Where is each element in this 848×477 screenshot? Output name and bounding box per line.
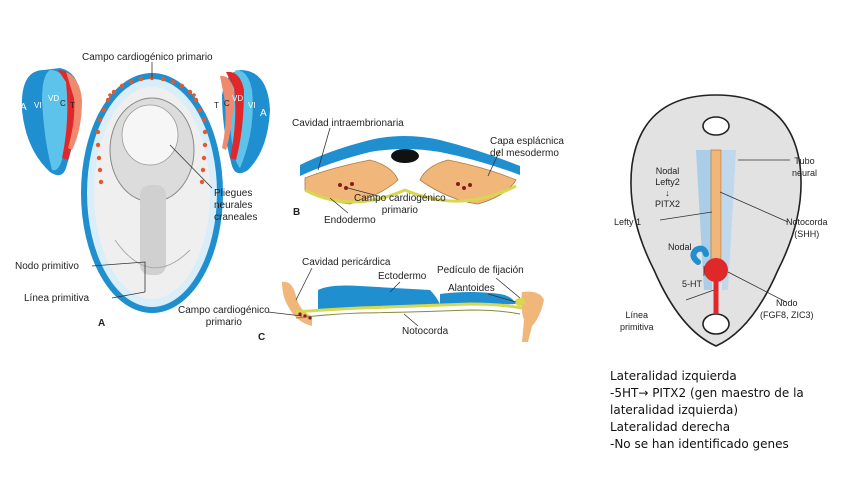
label-notocorda-shh: Notocorda (SHH) — [786, 217, 828, 239]
label-capa-esplacnica: Capa esplácnica del mesodermo — [490, 136, 564, 159]
label-5ht: 5-HT — [682, 279, 702, 289]
heart-right-vd: VD — [232, 94, 244, 103]
heart-right-a: A — [260, 108, 267, 119]
label-lefty1: Lefty 1 — [614, 217, 642, 227]
heart-right-vi: VI — [248, 101, 256, 110]
heart-left-vd: VD — [48, 94, 60, 103]
label-pediculo-fijacion: Pedículo de fijación — [437, 265, 524, 276]
note-line: Lateralidad derecha — [610, 420, 731, 434]
heart-right-t: T — [214, 101, 219, 110]
label-nodo-fgf8: Nodo (FGF8, ZIC3) — [760, 298, 814, 320]
cardiogenic-crescent — [95, 75, 208, 185]
label-campo-cardiogenico-c: Campo cardiogénico primario — [178, 305, 270, 328]
label-campo-cardiogenico-b: Campo cardiogénico primario — [354, 193, 446, 216]
label-linea-primitiva: Línea primitiva — [24, 293, 90, 304]
label-linea-primitiva-right: Línea primitiva — [620, 310, 654, 332]
note-line: -5HT→ PITX2 (gen maestro de la — [610, 386, 804, 400]
label-cavidad-intraembrionaria: Cavidad intraembrionaria — [292, 118, 404, 129]
laterality-notes: Lateralidad izquierda -5HT→ PITX2 (gen m… — [610, 368, 804, 453]
label-nodo-primitivo: Nodo primitivo — [15, 261, 79, 272]
note-line: -No se han identificado genes — [610, 437, 789, 451]
label-ectodermo: Ectodermo — [378, 271, 427, 282]
label-endodermo: Endodermo — [324, 215, 376, 226]
note-line: Lateralidad izquierda — [610, 369, 737, 383]
heart-left-t: T — [70, 101, 75, 110]
heart-right-c: C — [224, 99, 230, 108]
embryo-disc-a — [81, 73, 223, 313]
label-campo-cardiogenico-primario: Campo cardiogénico primario — [82, 52, 213, 63]
laterality-embryo — [630, 94, 802, 347]
label-leaders-a — [91, 62, 213, 299]
note-line: lateralidad izquierda) — [610, 403, 739, 417]
label-tubo-neural: Tubo neural — [792, 156, 818, 178]
label-pliegues-neurales: Pliegues neurales craneales — [214, 188, 258, 223]
heart-left-c: C — [60, 99, 66, 108]
heart-schematic-left — [21, 68, 82, 176]
label-alantoides: Alantoides — [448, 283, 495, 294]
label-nodal: Nodal — [668, 242, 692, 252]
label-cavidad-pericardica: Cavidad pericárdica — [302, 257, 391, 268]
heart-left-a: A — [20, 102, 27, 113]
sagittal-section-c — [267, 267, 544, 342]
heart-schematic-right — [220, 70, 270, 174]
heart-left-vi: VI — [34, 101, 42, 110]
label-nodal-lefty2-pitx2: Nodal Lefty2 ↓ PITX2 — [655, 166, 681, 209]
panel-label-b: B — [293, 207, 301, 218]
panel-label-a: A — [98, 318, 106, 329]
cross-section-b — [300, 127, 520, 214]
label-notocorda-c: Notocorda — [402, 326, 449, 337]
panel-label-c: C — [258, 332, 266, 343]
